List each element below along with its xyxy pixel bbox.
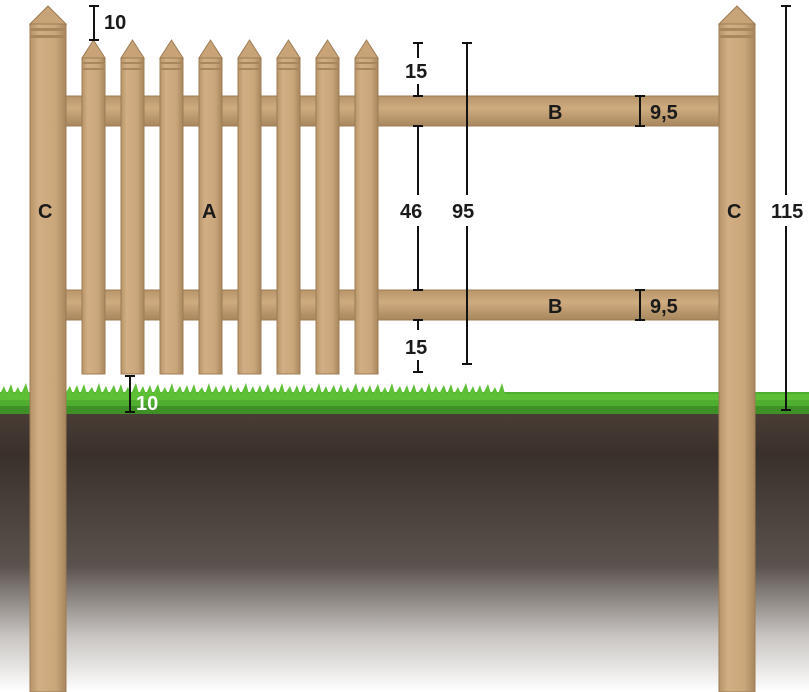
- picket: [120, 39, 145, 375]
- post-right: [717, 5, 757, 692]
- picket-panel: [81, 39, 379, 375]
- picket: [354, 39, 379, 375]
- dim-ground-clearance: 10: [136, 393, 158, 415]
- dim-rail-top-thickness: 9,5: [650, 102, 678, 124]
- dim-rail-bottom-thickness: 9,5: [650, 296, 678, 318]
- label-rail-top: B: [548, 102, 562, 124]
- dim-picket-height: 95: [452, 201, 474, 223]
- dim-picket-top-to-rail: 15: [405, 61, 427, 83]
- picket: [237, 39, 262, 375]
- dim-post-height: 115: [771, 201, 803, 223]
- picket: [81, 39, 106, 375]
- label-rail-bottom: B: [548, 296, 562, 318]
- dimension-lines: [89, 5, 791, 413]
- dim-post-top-offset: 10: [104, 12, 126, 34]
- label-post-left: C: [38, 201, 52, 223]
- picket: [276, 39, 301, 375]
- picket: [315, 39, 340, 375]
- dim-rail-to-picket-bottom: 15: [405, 337, 427, 359]
- picket: [159, 39, 184, 375]
- grass: [0, 383, 809, 414]
- post-left: [28, 5, 68, 692]
- label-picket-panel: A: [202, 201, 216, 223]
- label-post-right: C: [727, 201, 741, 223]
- soil: [0, 412, 809, 692]
- dim-between-rails: 46: [400, 201, 422, 223]
- picket: [198, 39, 223, 375]
